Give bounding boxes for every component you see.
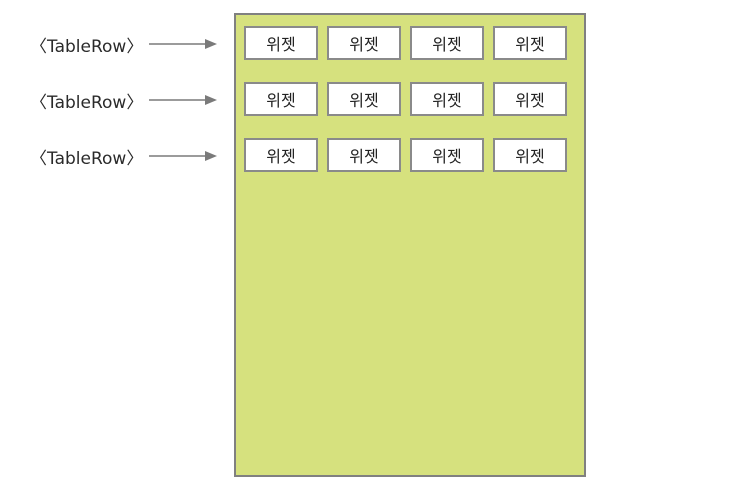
row-label-text: 〈TableRow〉 [30,148,144,169]
widget-cell: 위젯 [410,26,484,60]
row-label-3: 〈TableRow〉 [30,144,220,169]
widget-cell: 위젯 [244,82,318,116]
table-layout: 위젯 위젯 위젯 위젯 위젯 위젯 위젯 위젯 위젯 위젯 위젯 위젯 [234,13,586,477]
widget-cell: 위젯 [244,138,318,172]
arrow-right-icon [149,95,218,105]
row-label-text: 〈TableRow〉 [30,92,144,113]
widget-cell: 위젯 [493,82,567,116]
row-label-1: 〈TableRow〉 [30,32,220,57]
table-row: 위젯 위젯 위젯 위젯 [244,26,567,62]
row-label-2: 〈TableRow〉 [30,88,220,113]
widget-cell: 위젯 [493,138,567,172]
widget-cell: 위젯 [493,26,567,60]
row-label-text: 〈TableRow〉 [30,36,144,57]
widget-cell: 위젯 [244,26,318,60]
table-row: 위젯 위젯 위젯 위젯 [244,82,567,118]
arrow-right-icon [149,39,218,49]
widget-cell: 위젯 [410,82,484,116]
widget-cell: 위젯 [410,138,484,172]
widget-cell: 위젯 [327,26,401,60]
arrow-right-icon [149,151,218,161]
widget-cell: 위젯 [327,82,401,116]
table-row: 위젯 위젯 위젯 위젯 [244,138,567,174]
widget-cell: 위젯 [327,138,401,172]
